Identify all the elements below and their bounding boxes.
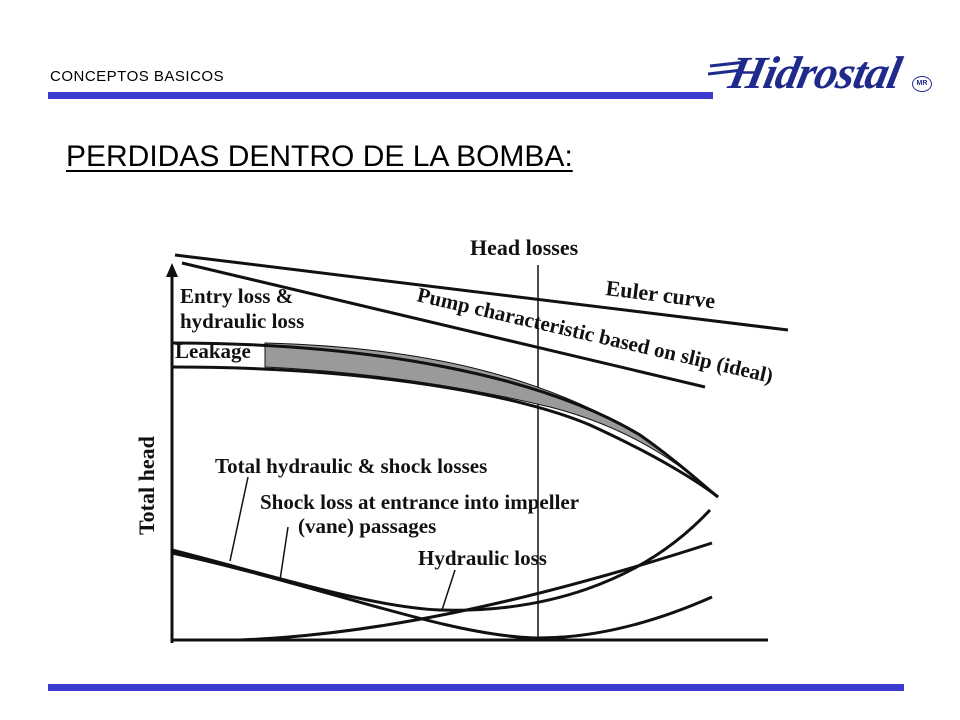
hydraulic-loss-curve <box>239 541 713 642</box>
y-axis-label: Total head <box>134 436 159 535</box>
hidrostal-logo: Hidrostal MR <box>708 44 938 106</box>
label-leakage: Leakage <box>175 339 251 363</box>
label-euler-curve: Euler curve <box>604 275 717 313</box>
y-axis-arrow-icon <box>166 263 178 277</box>
label-shock-loss-2: (vane) passages <box>298 514 436 538</box>
head-curve-upper <box>171 341 719 499</box>
hydraulic-loss-leader <box>441 569 456 611</box>
head-curve-actual <box>171 365 719 499</box>
label-head-losses: Head losses <box>470 235 579 260</box>
label-entry-loss-2: hydraulic loss <box>180 309 304 333</box>
slide-title: PERDIDAS DENTRO DE LA BOMBA: <box>66 140 573 173</box>
registered-mark: MR <box>912 76 932 92</box>
shock-loss-leader <box>279 526 289 581</box>
header-rule <box>48 92 713 99</box>
logo-swoosh-icon <box>708 60 747 76</box>
pump-characteristic-line <box>181 261 706 389</box>
label-entry-loss-1: Entry loss & <box>180 284 293 308</box>
euler-curve <box>174 253 789 332</box>
label-shock-loss-1: Shock loss at entrance into impeller <box>260 490 579 514</box>
pump-losses-diagram: Head losses Euler curve Entry loss & hyd… <box>134 235 789 643</box>
shock-loss-curve <box>171 551 713 640</box>
logo-text: Hidrostal <box>724 47 906 98</box>
label-total-losses: Total hydraulic & shock losses <box>215 454 487 478</box>
footer-rule <box>48 684 904 691</box>
total-losses-leader <box>229 476 249 562</box>
label-hydraulic-loss: Hydraulic loss <box>418 546 547 570</box>
section-label: CONCEPTOS BASICOS <box>50 68 225 85</box>
